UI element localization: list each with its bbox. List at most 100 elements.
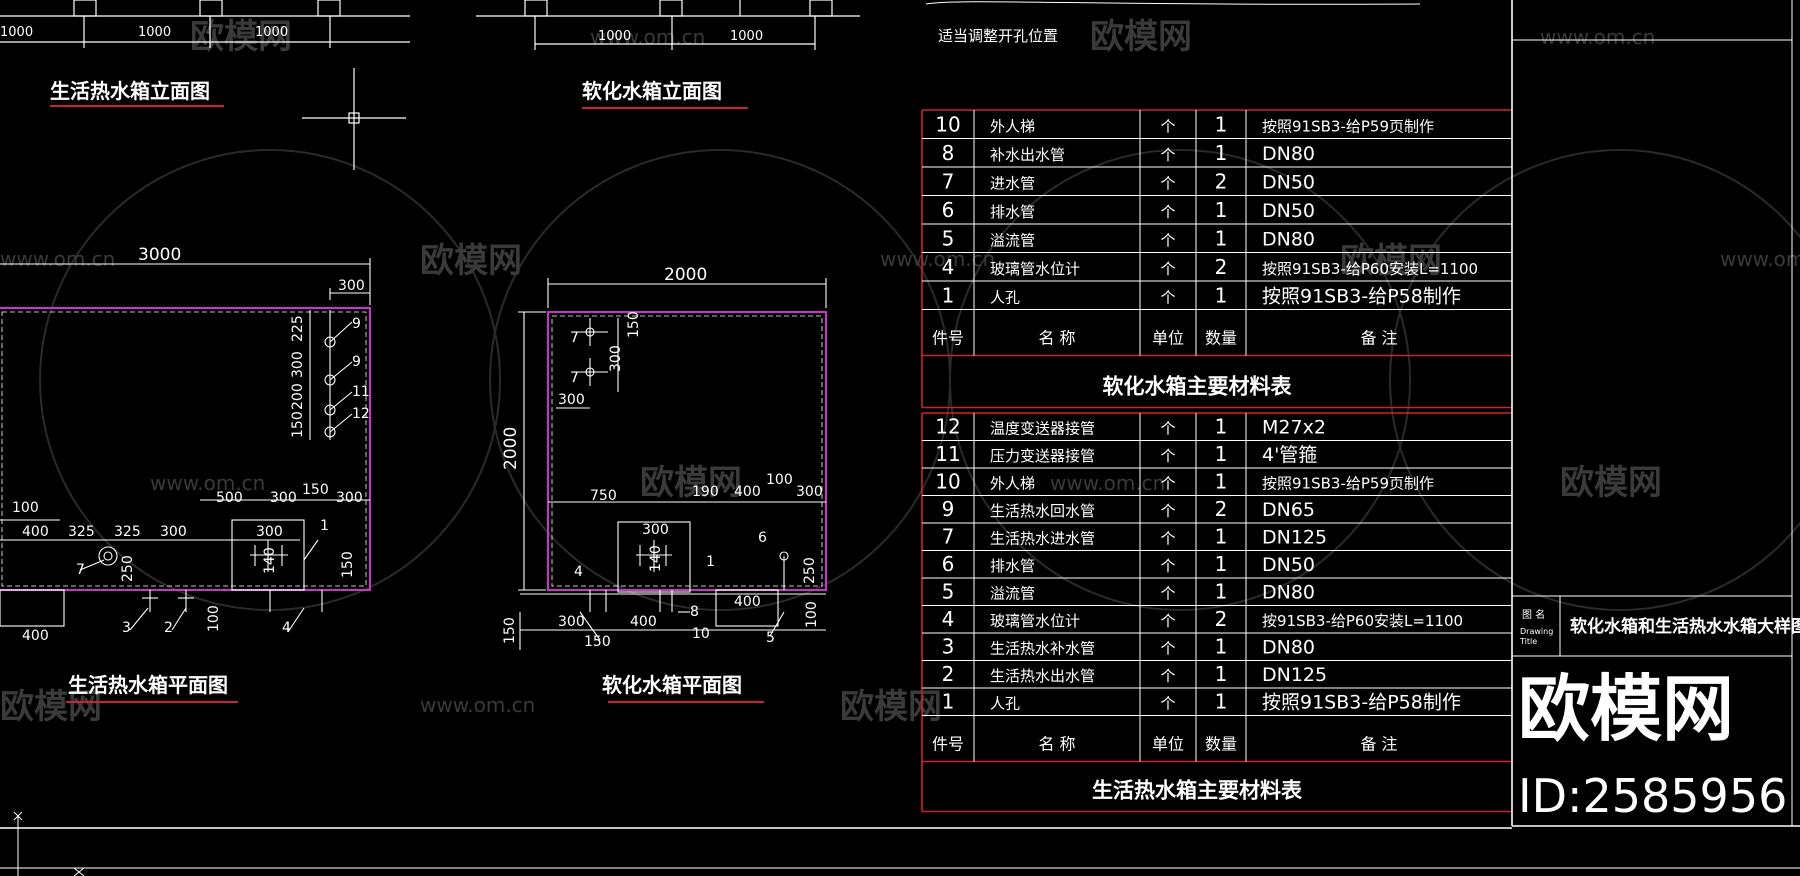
table-cell: 个 (1160, 612, 1175, 630)
title-block-label-cn: 图 名 (1522, 608, 1545, 621)
hot-tank-elevation[interactable] (0, 0, 410, 48)
item-tag: 7 (570, 370, 579, 386)
item-tag: 8 (690, 604, 699, 620)
table-cell: DN80 (1262, 229, 1315, 251)
item-tag: 4 (574, 564, 583, 580)
table-cell: 按91SB3-给P60安装L=1100 (1262, 612, 1463, 630)
title-block-label-en1: Drawing (1520, 627, 1553, 636)
dim-label: 1000 (0, 25, 33, 40)
watermark-url: www.om.cn (0, 247, 115, 271)
item-tag: 4 (282, 620, 291, 636)
dim-label: 100 (766, 472, 793, 488)
tank-inner-wall (1, 311, 367, 587)
soft-tank-elevation[interactable] (476, 0, 860, 50)
table-cell: 个 (1160, 447, 1175, 465)
watermark-cn: 欧模网 (840, 687, 942, 727)
hot-tank-plan-title: 生活热水箱平面图 (68, 673, 228, 697)
table-cell: 1 (1215, 580, 1228, 604)
watermark-cn: 欧模网 (1090, 17, 1192, 57)
dim-label: 200 (290, 383, 306, 410)
table-cell: 温度变送器接管 (990, 420, 1095, 438)
table-cell: 生活热水进水管 (990, 530, 1095, 548)
dim-label: 225 (290, 315, 306, 342)
dim-label: 400 (630, 614, 657, 630)
item-tag: 5 (766, 630, 775, 646)
table-cell: 个 (1160, 289, 1175, 307)
watermark-url: www.om.cn (1540, 25, 1655, 49)
dim-label: 325 (114, 524, 141, 540)
dim-label: 140 (262, 547, 278, 574)
soft-tank-plan-title: 软化水箱平面图 (602, 673, 742, 697)
table-cell: 个 (1160, 146, 1175, 164)
table-cell: 个 (1160, 475, 1175, 493)
table-cell: 个 (1160, 640, 1175, 658)
dim-label: 300 (290, 351, 306, 378)
soft-tank-elevation-title: 软化水箱立面图 (582, 79, 722, 103)
table-cell: 玻璃管水位计 (990, 260, 1080, 278)
table-cell: 按照91SB3-给P60安装L=1100 (1262, 260, 1478, 278)
table-cell: 9 (942, 497, 955, 521)
table-cell: DN125 (1262, 664, 1327, 686)
dim-label: 500 (216, 490, 243, 506)
dim-label: 300 (338, 278, 365, 294)
table-cell: DN80 (1262, 637, 1315, 659)
logo: 欧模网 ID:2585956 (1518, 667, 1787, 823)
table-cell: 溢流管 (990, 585, 1035, 603)
table-cell: 按照91SB3-给P58制作 (1262, 286, 1461, 308)
table-header-cell: 件号 (932, 735, 964, 754)
table-cell: 1 (1215, 470, 1228, 494)
dim-label: 100 (804, 601, 820, 628)
logo-text: 欧模网 (1518, 667, 1734, 751)
table-header-cell: 单位 (1152, 329, 1184, 348)
table-cell: 11 (935, 442, 960, 466)
watermark-circle (949, 149, 1411, 611)
dim-label: 300 (608, 345, 624, 372)
item-tag: 1 (706, 554, 715, 570)
dim-label: 400 (22, 628, 49, 644)
hot-plan-dim-labels: 3000 300 225 300 200 150 100 400 325 325… (12, 245, 370, 644)
table-cell: 4 (942, 607, 955, 631)
table-cell: 1 (1215, 662, 1228, 686)
table-cell: DN125 (1262, 527, 1327, 549)
table-cell: 1 (1215, 227, 1228, 251)
watermark-url: www.om.cn (1720, 247, 1800, 271)
table-cell: 生活热水补水管 (990, 640, 1095, 658)
table-cell: 1 (1215, 284, 1228, 308)
table-header-cell: 单位 (1152, 735, 1184, 754)
ucs-icon (13, 811, 85, 876)
watermark-url: www.om.cn (150, 471, 265, 495)
dim-label: 100 (12, 500, 39, 516)
table-cell: 按照91SB3-给P58制作 (1262, 692, 1461, 714)
table-cell: 玻璃管水位计 (990, 612, 1080, 630)
table-title: 生活热水箱主要材料表 (1092, 779, 1303, 803)
cad-crosshair-cursor[interactable] (302, 68, 406, 170)
dim-label: 250 (802, 557, 818, 584)
table-cell: 10 (935, 470, 960, 494)
table-cell: DN80 (1262, 143, 1315, 165)
table-cell: 排水管 (990, 557, 1035, 575)
dim-label: 400 (22, 524, 49, 540)
table-header-cell: 名 称 (1038, 329, 1075, 348)
table-cell: 8 (942, 141, 955, 165)
soft-tank-plan[interactable]: 2000 2000 150 300 300 750 190 400 100 30… (501, 265, 827, 650)
table-cell: 进水管 (990, 175, 1035, 193)
watermark-url: www.om.cn (880, 247, 995, 271)
table-cell: 1 (1215, 635, 1228, 659)
title-block-drawing-name: 软化水箱和生活热水水箱大样图 (1570, 616, 1800, 637)
table-cell: 1 (1215, 141, 1228, 165)
table-cell: 6 (942, 552, 955, 576)
item-tag: 9 (352, 354, 361, 370)
tank-outline (547, 311, 827, 591)
dim-label: 300 (642, 522, 669, 538)
title-block: 图 名 Drawing Title 软化水箱和生活热水水箱大样图 (1519, 608, 1800, 646)
dim-label: 300 (796, 484, 823, 500)
hot-tank-plan[interactable]: 3000 300 225 300 200 150 100 400 325 325… (0, 245, 371, 644)
